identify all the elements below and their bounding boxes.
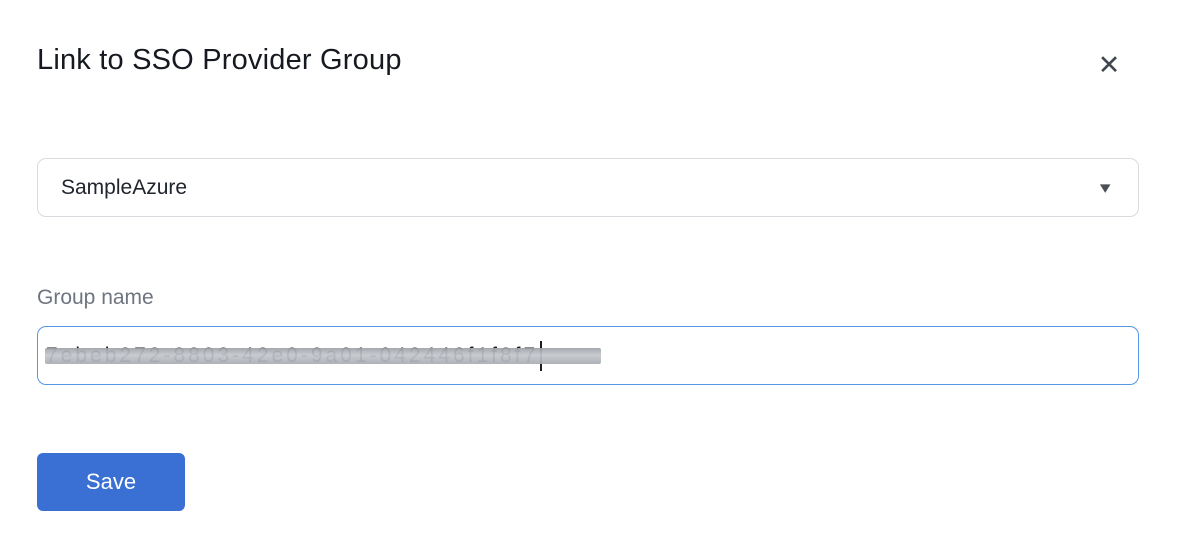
chevron-down-icon: ▾	[1100, 178, 1112, 197]
group-name-input[interactable]: 7ebeb272-8803-42e0-9a01-042446f1f8f7	[37, 326, 1139, 385]
sso-provider-select[interactable]: SampleAzure ▾	[37, 158, 1139, 217]
group-name-label: Group name	[37, 286, 154, 309]
close-button[interactable]: ✕	[1090, 46, 1128, 84]
sso-provider-select-value: SampleAzure	[61, 175, 188, 199]
close-icon: ✕	[1097, 50, 1121, 80]
save-button[interactable]: Save	[37, 453, 185, 511]
redaction-overlay	[45, 348, 601, 364]
page-title: Link to SSO Provider Group	[37, 44, 402, 76]
